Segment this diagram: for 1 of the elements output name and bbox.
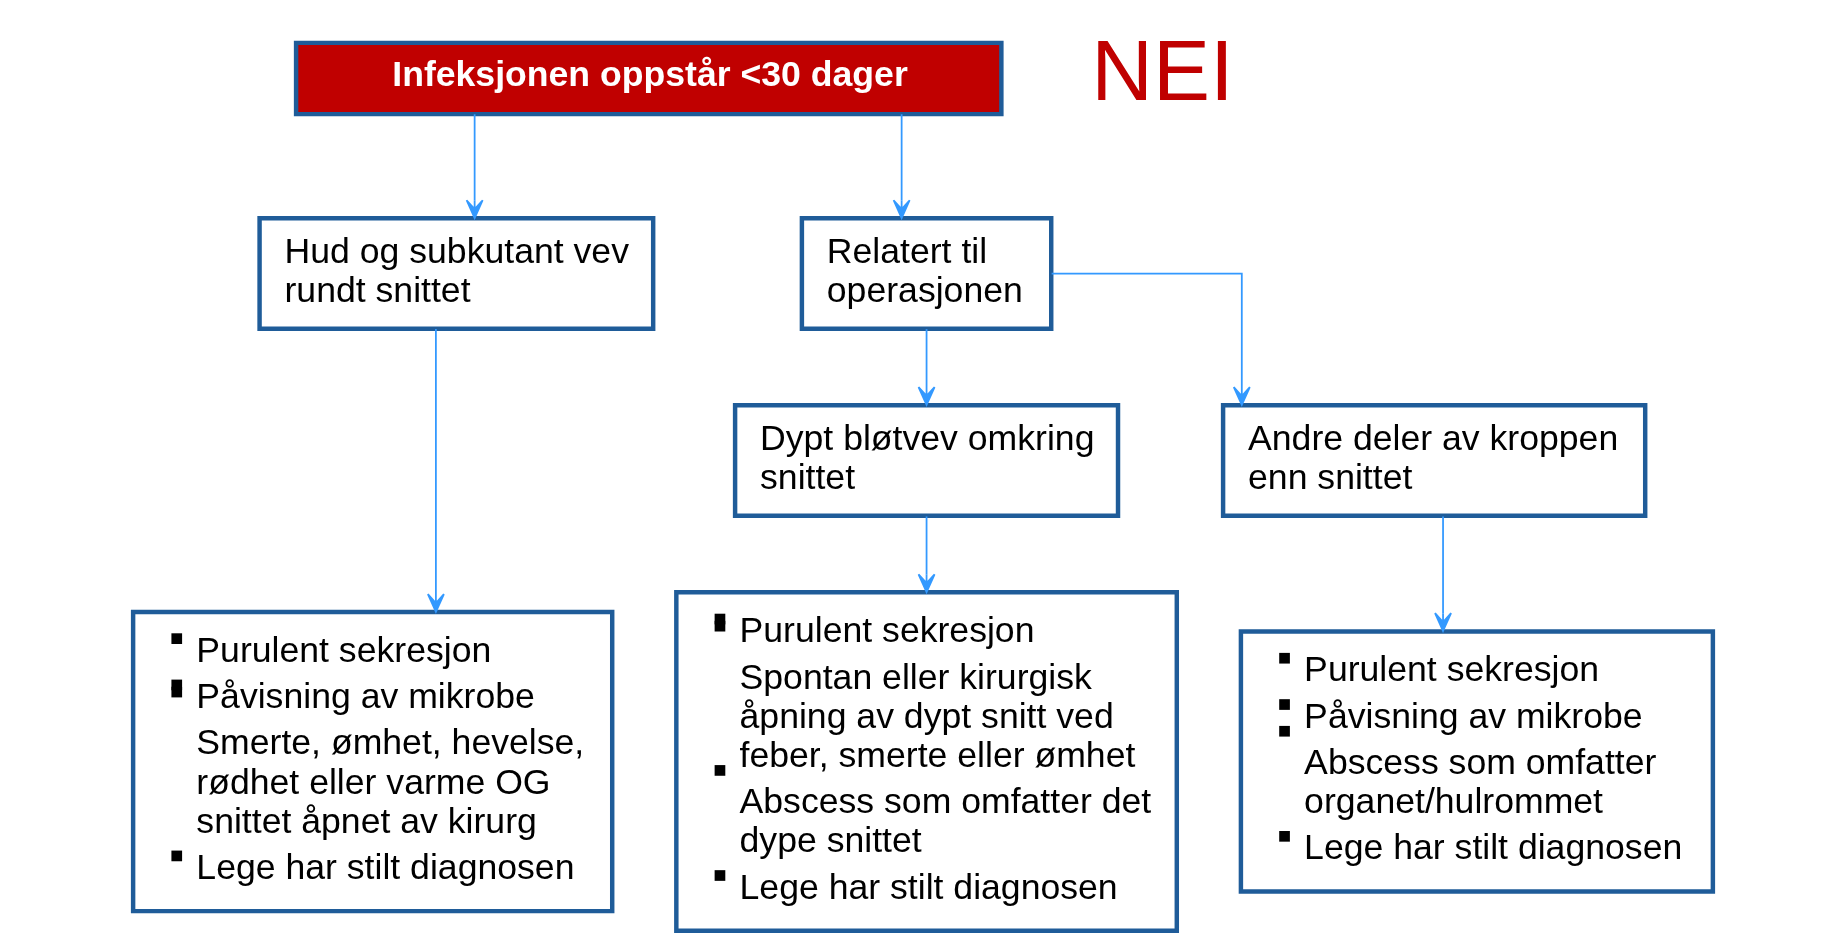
label: NEI <box>1090 22 1234 118</box>
